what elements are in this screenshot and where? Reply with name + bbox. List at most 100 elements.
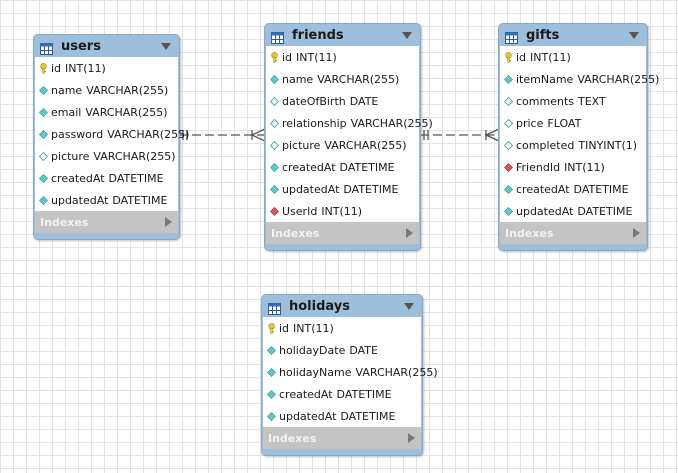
diamond-icon [267,367,276,378]
table-icon [268,300,281,315]
table-icon [505,29,518,44]
foreign-key-icon [270,206,279,217]
indexes-section[interactable]: Indexes [35,211,178,233]
table-header[interactable]: friends [265,24,420,46]
diamond-icon [267,345,276,356]
column-type: DATETIME [343,182,399,196]
expand-arrow-icon[interactable] [406,228,413,238]
column-name: createdAt [282,160,336,174]
column-type: FLOAT [547,116,582,130]
column-name: createdAt [516,182,570,196]
table-header[interactable]: gifts [499,24,647,46]
column-name: holidayName [279,365,352,379]
column-name: password [51,127,104,141]
diamond-outline-icon [503,96,514,107]
column-type: VARCHAR(255) [577,72,660,86]
diamond-icon [504,184,513,195]
column-name: price [516,116,544,130]
table-icon [40,40,53,55]
collapse-arrow-icon[interactable] [161,42,171,50]
indexes-section[interactable]: Indexes [263,427,421,449]
column-type: INT(11) [564,160,605,174]
column-type: VARCHAR(255) [86,83,169,97]
collapse-arrow-icon[interactable] [629,31,639,39]
column-type: DATETIME [108,171,164,185]
column-type: DATETIME [577,204,633,218]
column-name: updatedAt [516,204,574,218]
diamond-outline-icon [269,96,280,107]
column-name: createdAt [279,387,333,401]
column-name: name [51,83,83,97]
diamond-icon [39,195,48,206]
table-footer [265,244,420,250]
collapse-arrow-icon[interactable] [404,302,414,310]
diamond-icon [270,74,279,85]
diamond-icon [267,389,276,400]
column-name: comments [516,94,574,108]
diamond-outline-icon [38,151,49,162]
table-title: friends [292,27,344,43]
column-type: INT(11) [293,321,334,335]
column-type: INT(11) [321,204,363,218]
table-header[interactable]: holidays [262,295,422,317]
column-type: INT(11) [65,61,106,75]
collapse-arrow-icon[interactable] [402,31,412,39]
expand-arrow-icon[interactable] [165,217,172,227]
column-name: id [282,50,293,64]
column-type: DATETIME [340,409,396,423]
indexes-section[interactable]: Indexes [266,222,419,244]
diamond-outline-icon [503,140,514,151]
relationship-users-friends[interactable] [179,128,266,142]
column-name: UserId [282,204,318,218]
expand-arrow-icon[interactable] [633,228,640,238]
indexes-label: Indexes [268,431,317,445]
relationship-friends-gifts[interactable] [420,128,500,142]
column-type: DATETIME [336,387,392,401]
column-type: DATE [349,343,378,357]
expand-arrow-icon[interactable] [408,433,415,443]
indexes-section[interactable]: Indexes [500,222,646,244]
table-header[interactable]: users [34,35,179,57]
diamond-icon [504,74,513,85]
foreign-key-icon [504,162,513,173]
column-type: VARCHAR(255) [93,149,176,163]
column-type: DATETIME [112,193,168,207]
column-name: itemName [516,72,574,86]
column-name: name [282,72,314,86]
column-type: VARCHAR(255) [85,105,168,119]
column-name: picture [51,149,90,163]
